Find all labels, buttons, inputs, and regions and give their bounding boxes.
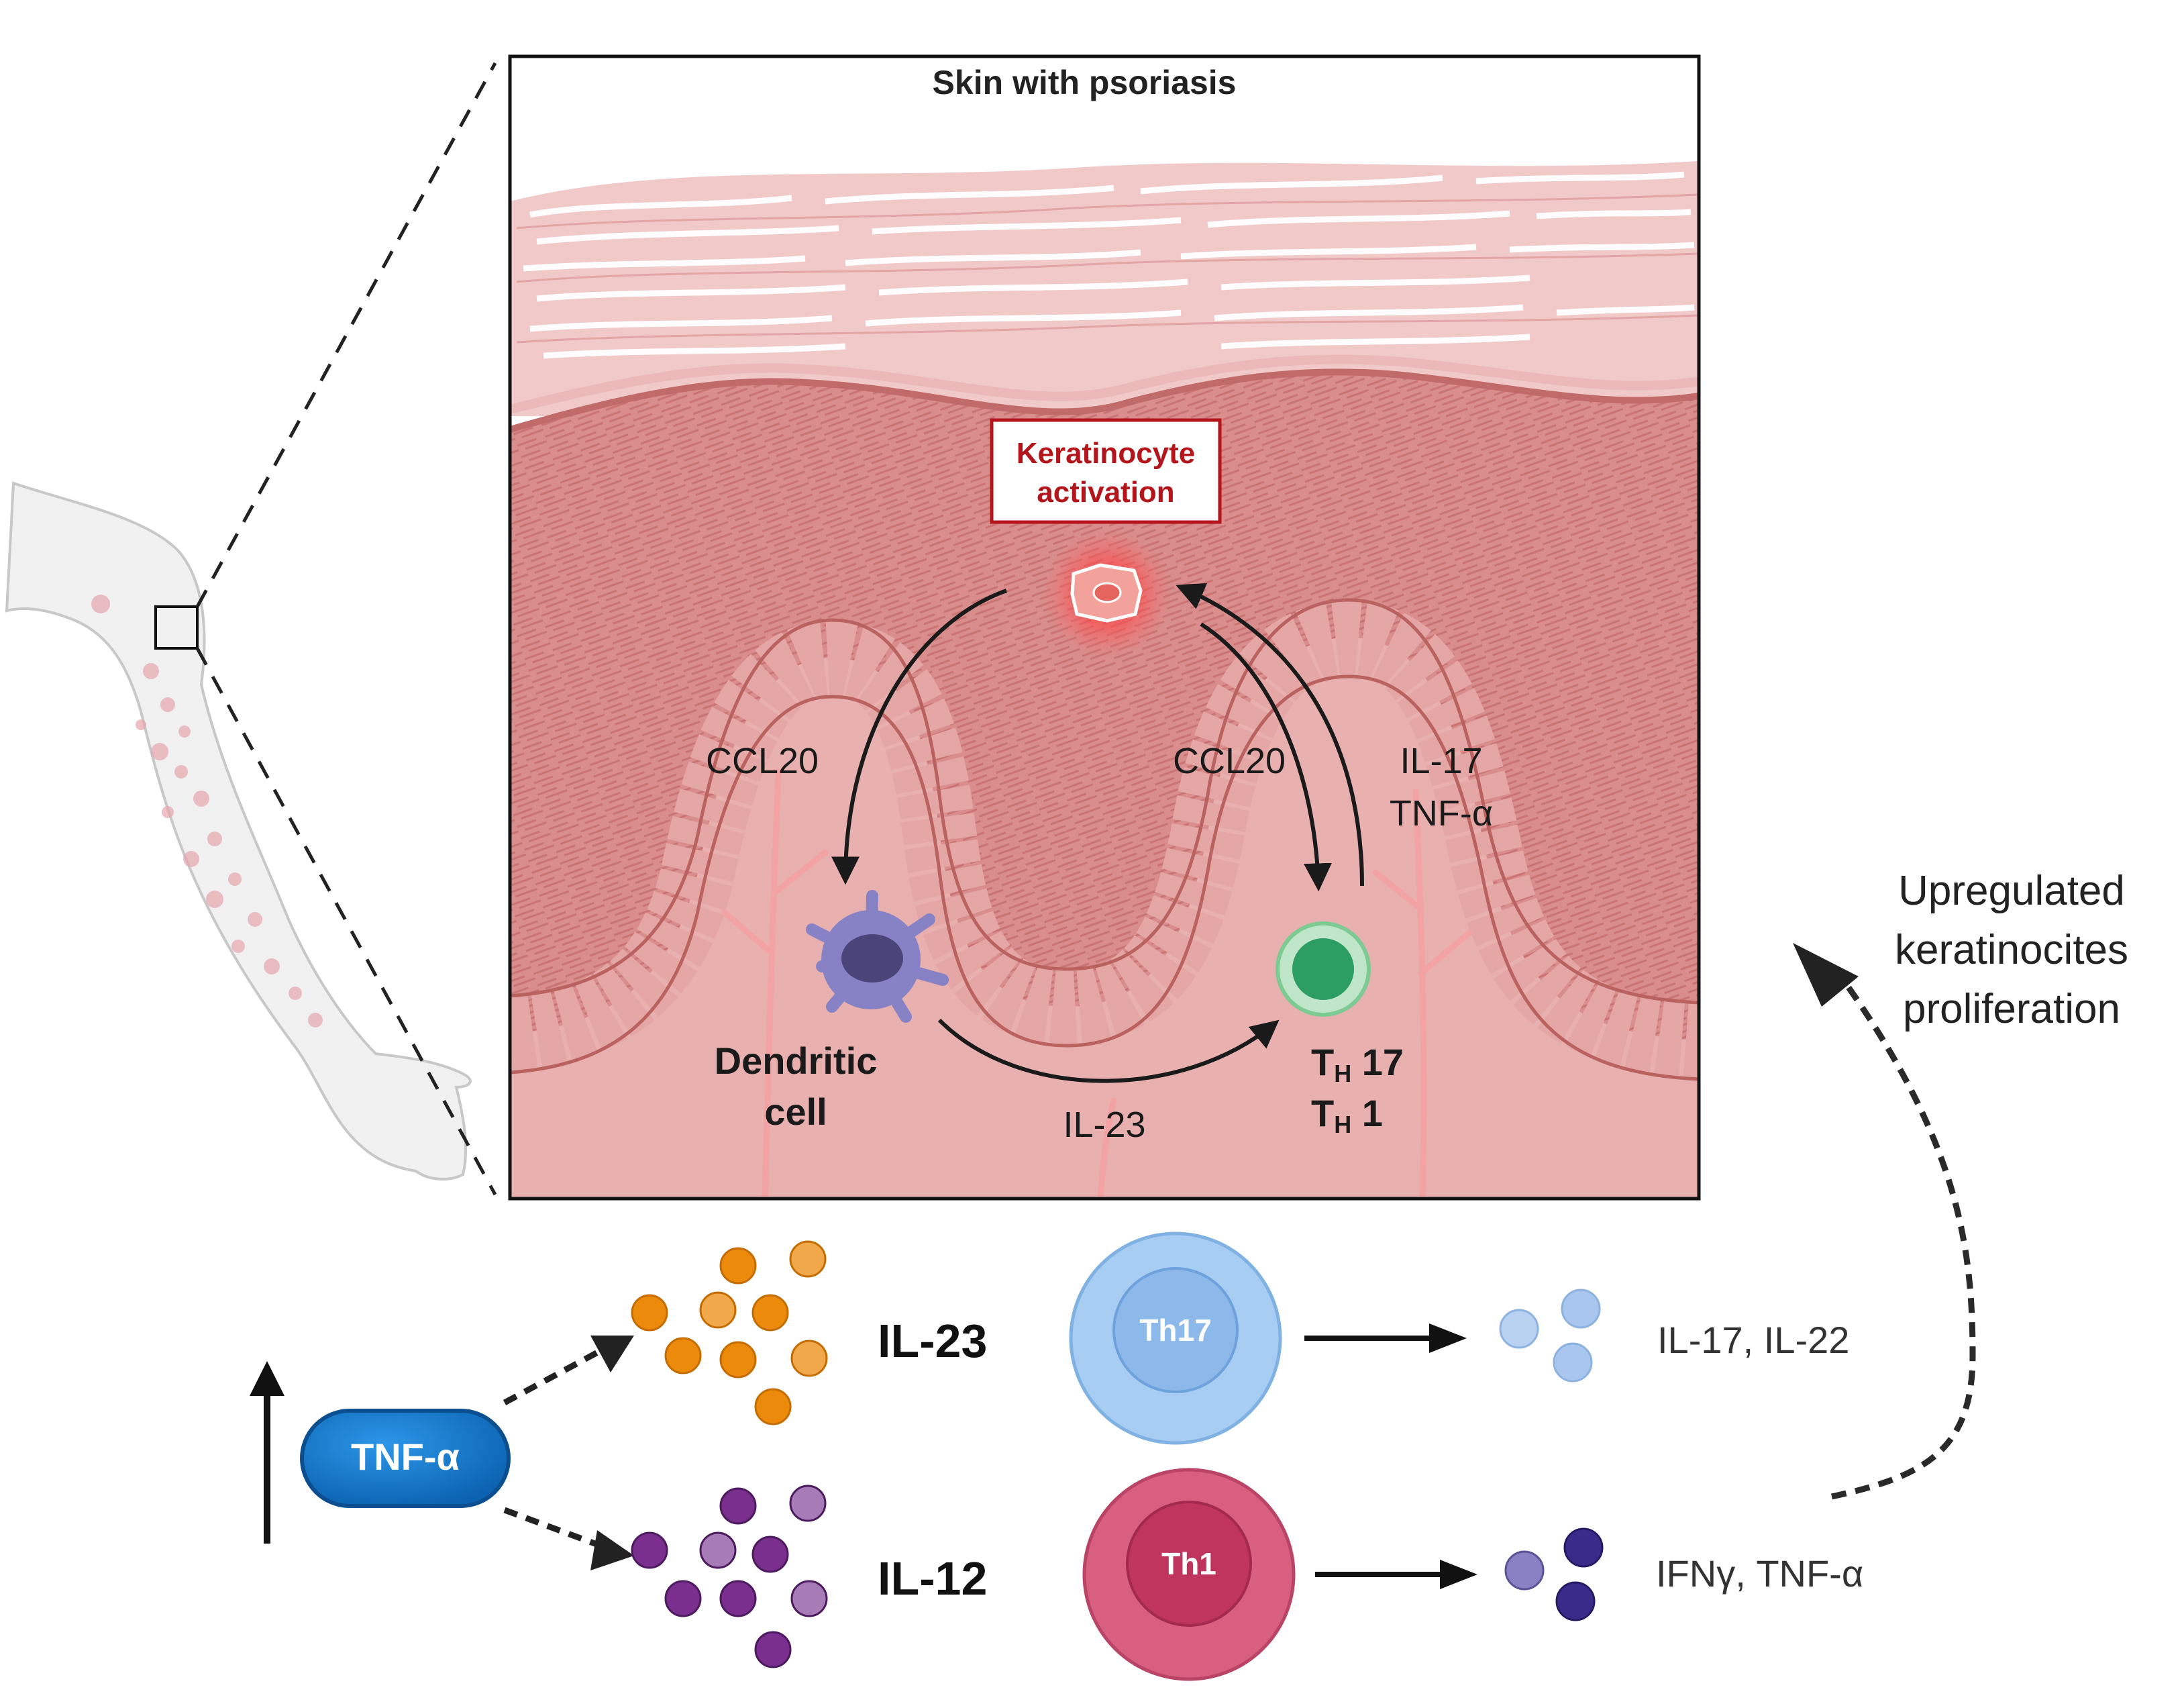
ccl20-left-label: CCL20	[706, 741, 819, 781]
ccl20-arrow-to-th	[1200, 622, 1332, 892]
zoom-line-top	[195, 62, 497, 608]
t-helper-cell-icon	[1276, 921, 1371, 1017]
il17-il22-label: IL-17, IL-22	[1657, 1319, 1849, 1361]
panel-frame	[508, 54, 1701, 1201]
psoriasis-spots	[91, 595, 323, 1027]
dendritic-cell-icon	[806, 890, 949, 1023]
th1-cell-label: Th1	[1161, 1546, 1216, 1581]
tnf-to-il23-arrowhead	[590, 1336, 634, 1372]
dermis	[510, 638, 1699, 1199]
th17-label: TH 17	[1311, 1041, 1404, 1087]
tnf-to-il12-arrow	[503, 1507, 605, 1550]
il23-panel-label: IL-23	[1063, 1105, 1145, 1145]
il12-label: IL-12	[878, 1552, 987, 1605]
th1-cell-nucleus	[1126, 1501, 1252, 1627]
skin-panel: Skin with psoriasis Keratinocyte activat…	[508, 54, 1701, 1201]
blood-vessels	[721, 768, 1473, 1199]
th1-label: TH 1	[1311, 1092, 1383, 1138]
arm-illustration	[5, 62, 497, 1196]
dendritic-label-line1: Dendritic	[715, 1040, 878, 1082]
il23-cytokine-dots	[631, 1240, 828, 1425]
zoom-box	[154, 605, 199, 650]
keratinocyte-label-box	[990, 418, 1222, 524]
keratinocyte-label-line2: activation	[1037, 476, 1174, 509]
il23-arrow-to-th	[937, 1018, 1280, 1083]
dendritic-label-line2: cell	[764, 1091, 827, 1133]
upregulated-line1: Upregulated	[1898, 868, 2125, 914]
tnfa-panel-label: TNF-α	[1390, 793, 1493, 834]
ifng-tnfa-dots	[1504, 1527, 1604, 1621]
keratinocyte-nucleus	[1092, 582, 1122, 603]
keratinocyte-label-line1: Keratinocyte	[1017, 437, 1196, 470]
stratum-corneum	[510, 161, 1699, 416]
il17-tnfa-arrow-to-keratinocyte	[1176, 583, 1364, 887]
proliferation-feedback-arrow	[1831, 971, 1976, 1500]
il23-label: IL-23	[878, 1315, 987, 1367]
panel-title: Skin with psoriasis	[933, 64, 1237, 101]
ccl20-right-label: CCL20	[1173, 741, 1286, 781]
up-arrow	[250, 1361, 284, 1544]
th17-cell-label: Th17	[1139, 1313, 1211, 1348]
tnf-alpha-pill	[300, 1409, 511, 1508]
proliferation-arrowhead	[1793, 943, 1859, 1007]
zoom-line-bottom	[195, 647, 497, 1196]
upregulated-line2: keratinocites	[1895, 927, 2128, 973]
il17-il22-dots	[1499, 1289, 1601, 1383]
tnf-alpha-label: TNF-α	[351, 1436, 460, 1478]
il12-cytokine-dots	[631, 1485, 828, 1668]
il17-panel-label: IL-17	[1400, 741, 1482, 781]
ccl20-arrow-to-dendritic	[831, 589, 1008, 885]
tnf-to-il23-arrow	[503, 1346, 606, 1405]
basal-cell-layer	[510, 600, 1699, 1077]
upregulated-line3: proliferation	[1903, 986, 2120, 1032]
ifng-tnfa-label: IFNγ, TNF-α	[1656, 1552, 1863, 1595]
th17-cell-nucleus	[1112, 1267, 1239, 1393]
tnf-to-il12-arrowhead	[590, 1530, 634, 1570]
